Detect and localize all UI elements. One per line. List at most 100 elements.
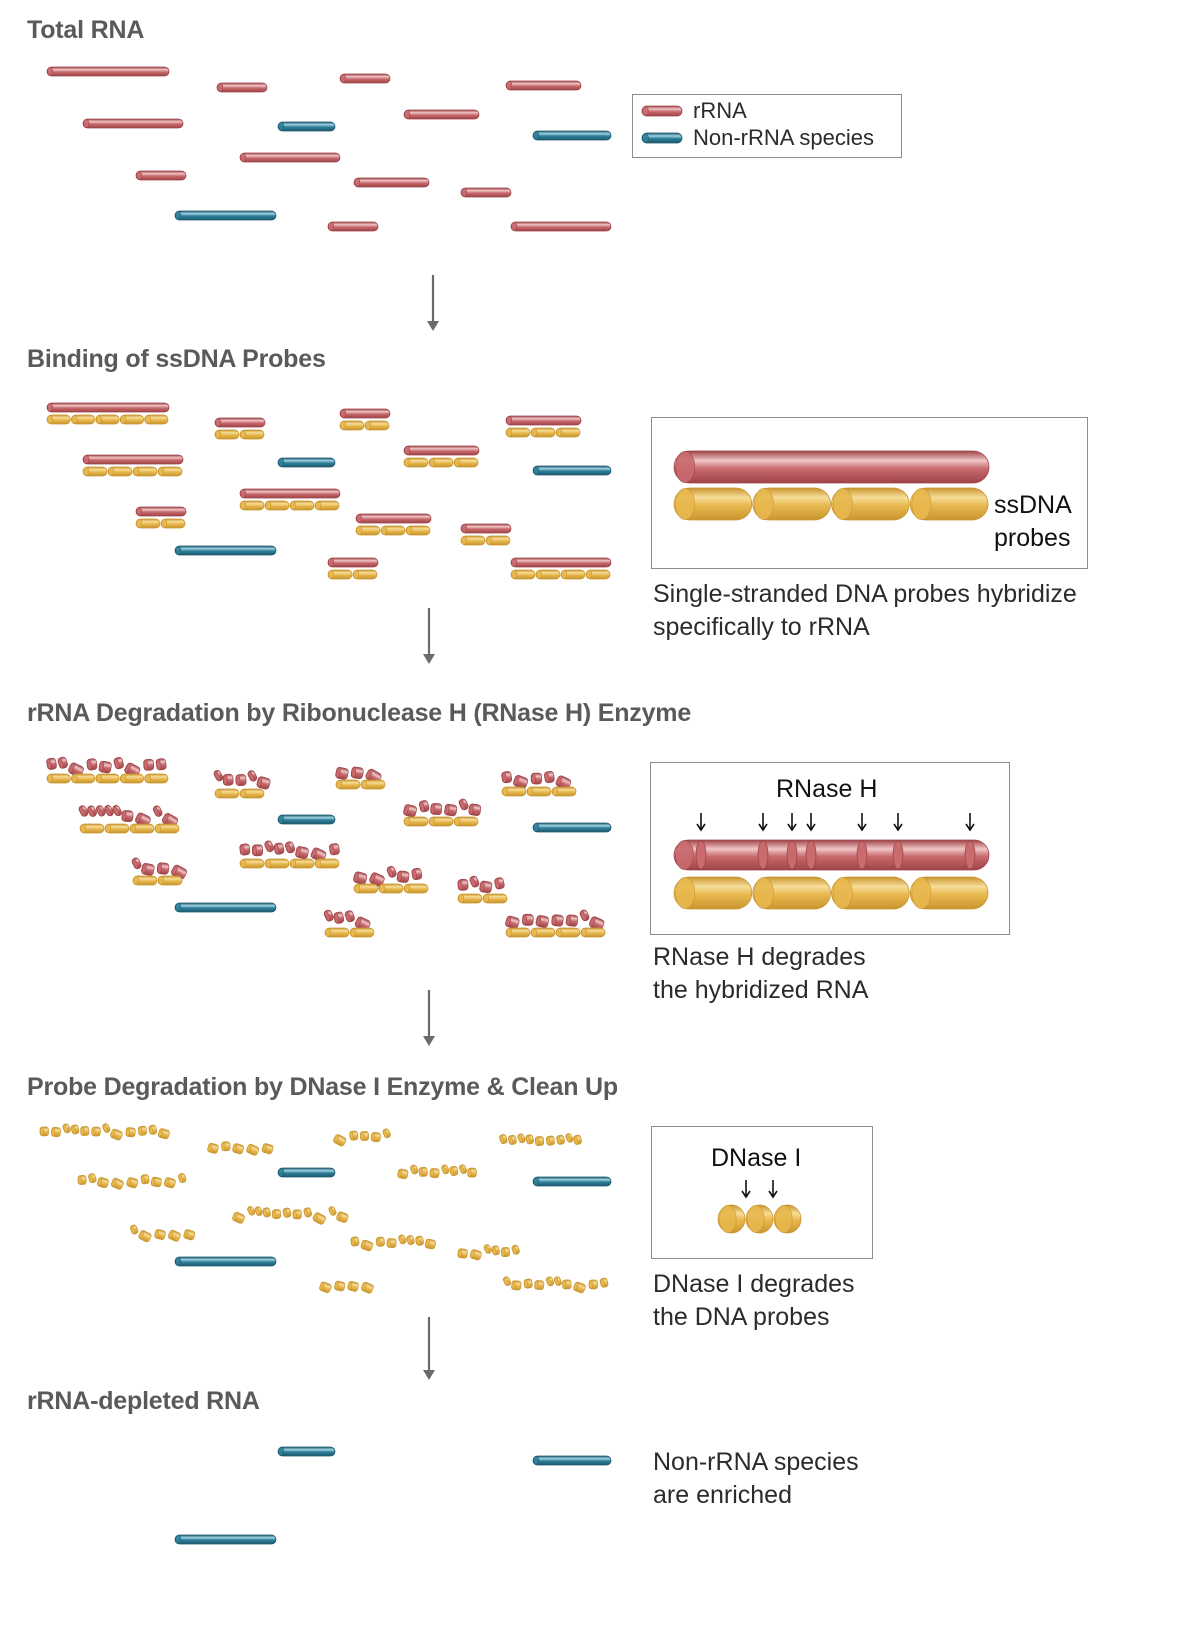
ssdna-probe [403, 457, 479, 468]
fragment [97, 1177, 109, 1189]
fragment [418, 800, 430, 813]
depleted-caption-line1: Non-rRNA species [653, 1448, 859, 1476]
panel-rrna-strand [673, 450, 990, 484]
probe-segment [264, 500, 290, 511]
fragment [418, 1166, 428, 1177]
ssdna-probes-label-line2: probes [994, 524, 1071, 552]
fragment [353, 871, 368, 885]
fragment [556, 1134, 565, 1145]
fragment [282, 1207, 292, 1218]
rnase-caption-line1: RNase H degrades [653, 943, 866, 971]
fragment [424, 1238, 436, 1250]
fragment [292, 1209, 302, 1220]
fragment [140, 1174, 150, 1185]
probe-segment [71, 414, 96, 425]
fragment [336, 1211, 349, 1223]
probe-segment [289, 500, 315, 511]
rrna-molecule [353, 177, 430, 188]
fragment [501, 771, 513, 784]
cleavage-site [964, 840, 976, 870]
probe-segment [510, 569, 536, 580]
probe-fragments [207, 1141, 274, 1156]
rnase-cut-arrow [965, 813, 975, 832]
fragment [143, 758, 155, 771]
fragment [246, 1143, 260, 1156]
rnase-cut-arrow [787, 813, 797, 832]
probe-segment [214, 788, 240, 799]
stage-title-dnase: Probe Degradation by DNase I Enzyme & Cl… [27, 1073, 618, 1101]
ssdna-probe [239, 858, 340, 869]
ssdna-probe [510, 569, 611, 580]
probe-segment [773, 1204, 802, 1234]
probe-fragments [457, 1244, 520, 1261]
probe-segment [95, 773, 120, 784]
fragment [183, 1229, 196, 1241]
fragment [555, 775, 572, 790]
rrna-molecule [135, 506, 187, 517]
cleavage-site [757, 840, 769, 870]
fragment [125, 1127, 136, 1138]
fragment [157, 1128, 170, 1140]
ssdna-probe [324, 927, 375, 938]
process-arrow-1 [427, 275, 439, 331]
fragment [505, 915, 520, 929]
legend-label-rrna: rRNA [693, 98, 747, 123]
probe-segment [505, 427, 531, 438]
probe-fragments [232, 1206, 349, 1225]
rrna-fragments [213, 770, 271, 790]
probe-segment [335, 779, 361, 790]
probe-segment [535, 569, 561, 580]
fragment [350, 1236, 360, 1247]
fragment [344, 910, 355, 923]
ssdna-probe [403, 816, 479, 827]
fragment [469, 1249, 482, 1261]
fragment [511, 1244, 520, 1255]
fragment [284, 841, 295, 854]
rrna-molecule [135, 170, 187, 181]
fragment [479, 880, 493, 894]
ssdna-probe [335, 779, 386, 790]
fragment [155, 758, 167, 771]
fragment [382, 1128, 391, 1139]
probe-segment [551, 786, 577, 797]
fragment [46, 757, 57, 770]
fragment [163, 1177, 176, 1189]
rrna-fragments [46, 756, 167, 778]
ssdna-probe [79, 823, 180, 834]
fragment [239, 843, 251, 856]
rnase-h-label: RNase H [776, 775, 878, 803]
fragment [148, 1124, 158, 1135]
probe-segment [360, 779, 386, 790]
probe-segment [526, 786, 552, 797]
fragment [444, 803, 458, 817]
fragment [57, 756, 68, 769]
fragment [406, 1235, 415, 1246]
non-rrna-molecule [174, 1534, 277, 1545]
fragment [232, 1211, 245, 1224]
probe-segment [144, 414, 169, 425]
fragment [264, 840, 275, 853]
dnase-caption-line1: DNase I degrades [653, 1270, 855, 1298]
rnase-cut-arrow [893, 813, 903, 832]
legend-non-rrna-icon [641, 132, 683, 144]
non-rrna-molecule [277, 121, 336, 132]
rnase-cut-arrow [696, 813, 706, 832]
process-arrow-3 [423, 990, 435, 1046]
fragment [77, 1175, 87, 1185]
probe-segment [560, 569, 586, 580]
fragment [335, 767, 349, 780]
rrna-molecule [214, 417, 266, 428]
rrna-molecule [339, 73, 391, 84]
fragment [403, 804, 417, 818]
fragment [511, 1280, 522, 1291]
stage-title-binding: Binding of ssDNA Probes [27, 345, 326, 373]
fragment [232, 1143, 245, 1155]
fragment [386, 865, 397, 878]
fragment [458, 1164, 468, 1174]
probe-fragments [39, 1123, 170, 1141]
probe-segment [46, 414, 71, 425]
probe-segment [353, 883, 379, 894]
probe-segment [327, 569, 353, 580]
fragment [588, 916, 605, 931]
probe-fragments [130, 1224, 196, 1243]
